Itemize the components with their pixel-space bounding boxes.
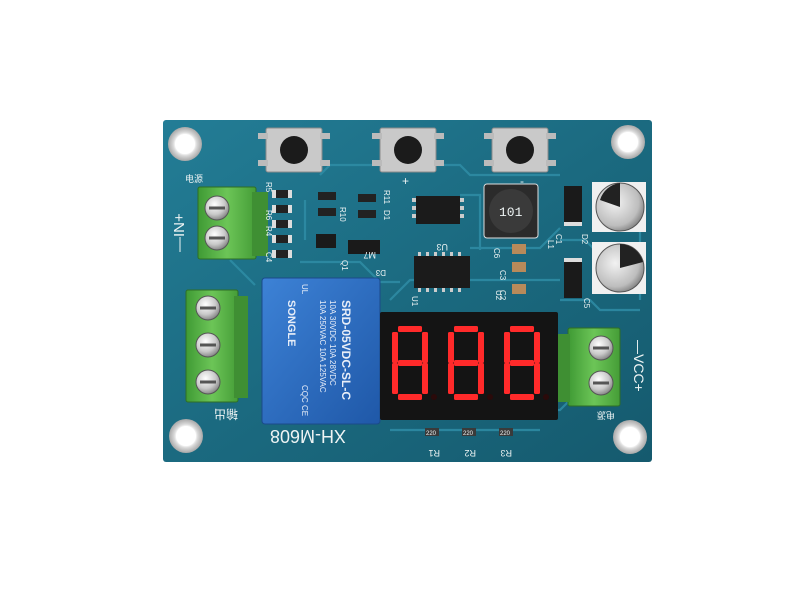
digit-2-segment-c (478, 363, 484, 394)
input-terminal-label: —IN+ (171, 213, 188, 252)
digit-3-segment-g (510, 360, 534, 366)
res-code-1: 220 (426, 431, 437, 437)
label-u2: U2 (494, 290, 503, 301)
output-cn-label: 输出 (214, 407, 238, 422)
digit-3-segment-d (510, 394, 534, 400)
relay-rating-1: 10A 250VAC 10A 125VAC (318, 300, 327, 393)
label-c6: C6 (492, 248, 501, 259)
digit-1-dp (431, 394, 437, 400)
inductor-l1: 101 (483, 183, 539, 239)
digit-1-segment-e (392, 363, 398, 394)
digit-1-segment-f (392, 332, 398, 363)
res-code-3: 220 (500, 431, 511, 437)
digit-2-segment-b (478, 332, 484, 363)
vcc-terminal-label: —VCC+ (631, 340, 647, 392)
digit-2-segment-f (448, 332, 454, 363)
digit-2-segment-e (448, 363, 454, 394)
digit-2-segment-d (454, 394, 478, 400)
digit-2-segment-a (454, 326, 478, 332)
label-r3: R3 (500, 448, 512, 458)
digit-3-segment-b (534, 332, 540, 363)
mounting-hole-top-right (611, 125, 645, 159)
input-cn-label: 电源 (185, 173, 203, 184)
mounting-hole-bottom-left (169, 419, 203, 453)
label-r4: R4 (264, 226, 273, 237)
plus-mark: + (402, 174, 409, 188)
mounting-hole-top-left (168, 127, 202, 161)
label-u1: U1 (410, 296, 419, 307)
ic-u2 (414, 252, 470, 292)
label-d3: D3 (375, 268, 386, 277)
digit-3-segment-f (504, 332, 510, 363)
electrolytic-cap-c5 (592, 242, 646, 294)
digit-1-segment-b (422, 332, 428, 363)
res-code-2: 220 (463, 431, 474, 437)
smd-group-middle (316, 192, 380, 254)
plus-button[interactable] (372, 127, 444, 173)
model-label: XH-M608 (270, 426, 346, 446)
set-button[interactable] (258, 127, 330, 173)
ic-u3 (412, 196, 464, 224)
vcc-terminal-block (554, 327, 621, 407)
digit-2-segment-g (454, 360, 478, 366)
minus-button[interactable] (484, 127, 556, 173)
digit-2-dp (487, 394, 493, 400)
resistor-array-left (272, 190, 292, 258)
digit-1-segment-a (398, 326, 422, 332)
smd-caps-right (512, 244, 526, 294)
label-c4: C4 (264, 252, 273, 263)
label-r10: R10 (338, 207, 347, 222)
label-r5: R5 (264, 182, 273, 193)
seven-segment-display (380, 312, 558, 436)
vcc-cn-label: 电源 (597, 410, 615, 421)
relay: SONGLE SRD-05VDC-SL-C 10A 250VAC 10A 125… (261, 277, 381, 425)
digit-3-dp (543, 394, 549, 400)
digit-1-segment-d (398, 394, 422, 400)
display-digits (392, 326, 549, 400)
digit-3-segment-a (510, 326, 534, 332)
label-r6: R6 (264, 210, 273, 221)
label-c5: C5 (582, 298, 591, 309)
output-terminal-block (185, 289, 248, 403)
digit-3-segment-c (534, 363, 540, 394)
electrolytic-cap-c7 (592, 182, 646, 232)
label-u3: U3 (436, 242, 448, 252)
mounting-hole-bottom-right (613, 420, 647, 454)
input-terminal-block (197, 186, 268, 260)
minus-mark: - (520, 174, 524, 188)
label-d1: D1 (382, 210, 391, 221)
relay-model: SRD-05VDC-SL-C (339, 300, 353, 400)
digit-3-segment-e (504, 363, 510, 394)
relay-rating-2: 10A 30VDC 10A 28VDC (328, 300, 337, 386)
relay-brand: SONGLE (285, 300, 297, 346)
label-c2: C2 (498, 290, 507, 301)
label-r1: R1 (428, 448, 440, 458)
label-c3: C3 (498, 270, 507, 281)
label-r11: R11 (382, 190, 391, 205)
label-q1: Q1 (340, 260, 349, 271)
label-d2: D2 (580, 234, 589, 245)
relay-cert-ul: UL (300, 284, 309, 295)
digit-1-segment-c (422, 363, 428, 394)
label-c1: C1 (554, 234, 563, 245)
relay-cert-ce: CE (300, 405, 309, 416)
label-r2: R2 (464, 448, 476, 458)
relay-cert-cqc: CQC (300, 385, 309, 403)
diode-code: M7 (363, 250, 376, 260)
digit-1-segment-g (398, 360, 422, 366)
label-l1: L1 (546, 240, 555, 249)
diodes-right (564, 186, 582, 298)
inductor-code: 101 (499, 205, 523, 220)
